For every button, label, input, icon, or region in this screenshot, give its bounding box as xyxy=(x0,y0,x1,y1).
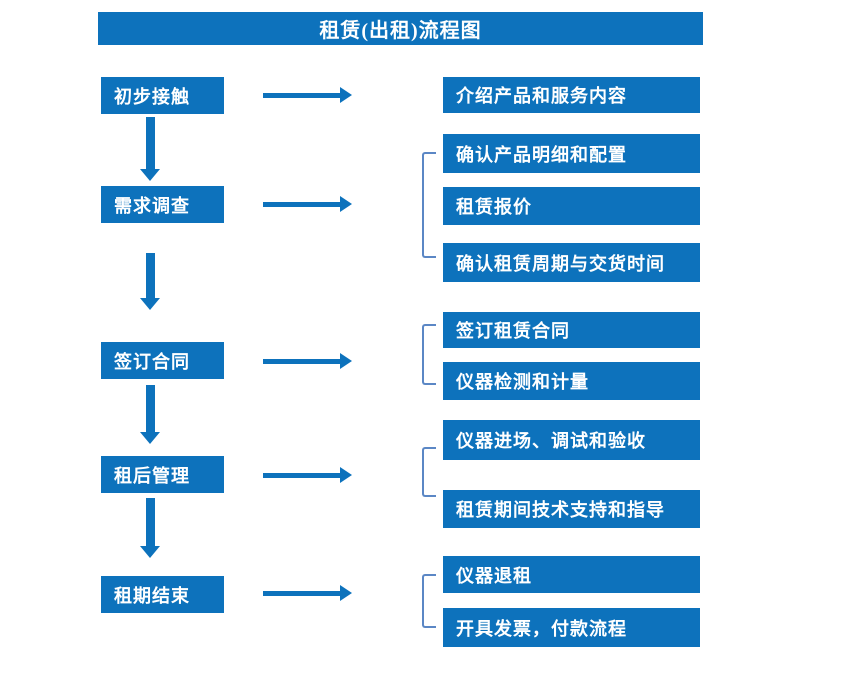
arrow-down-icon xyxy=(140,253,160,310)
step-box-demand-survey: 需求调查 xyxy=(101,186,224,223)
arrow-right-icon xyxy=(263,86,352,104)
arrow-right-icon xyxy=(263,195,352,213)
detail-box-instrument-setup-acceptance: 仪器进场、调试和验收 xyxy=(443,420,700,460)
arrow-right-icon xyxy=(263,352,352,370)
detail-box-tech-support-guidance: 租赁期间技术支持和指导 xyxy=(443,490,700,528)
detail-box-sign-rental-contract: 签订租赁合同 xyxy=(443,312,700,348)
arrow-right-icon xyxy=(263,584,352,602)
detail-box-rental-quotation: 租赁报价 xyxy=(443,187,700,225)
step-box-lease-end: 租期结束 xyxy=(101,576,224,613)
group-bracket-icon xyxy=(422,152,436,258)
detail-box-confirm-period-delivery: 确认租赁周期与交货时间 xyxy=(443,243,700,282)
detail-box-instrument-return: 仪器退租 xyxy=(443,556,700,593)
step-box-sign-contract: 签订合同 xyxy=(101,342,224,379)
detail-box-introduce-products-services: 介绍产品和服务内容 xyxy=(443,77,700,113)
group-bracket-icon xyxy=(422,324,436,385)
arrow-right-icon xyxy=(263,466,352,484)
arrow-down-icon xyxy=(140,385,160,444)
detail-box-invoice-payment: 开具发票，付款流程 xyxy=(443,608,700,647)
flowchart-title: 租赁(出租)流程图 xyxy=(98,12,703,45)
step-box-post-rental-management: 租后管理 xyxy=(101,456,224,493)
group-bracket-icon xyxy=(422,574,436,628)
detail-box-confirm-product-config: 确认产品明细和配置 xyxy=(443,134,700,173)
step-box-initial-contact: 初步接触 xyxy=(101,77,224,114)
group-bracket-icon xyxy=(422,447,436,497)
arrow-down-icon xyxy=(140,498,160,558)
detail-box-instrument-inspection: 仪器检测和计量 xyxy=(443,362,700,400)
arrow-down-icon xyxy=(140,117,160,181)
